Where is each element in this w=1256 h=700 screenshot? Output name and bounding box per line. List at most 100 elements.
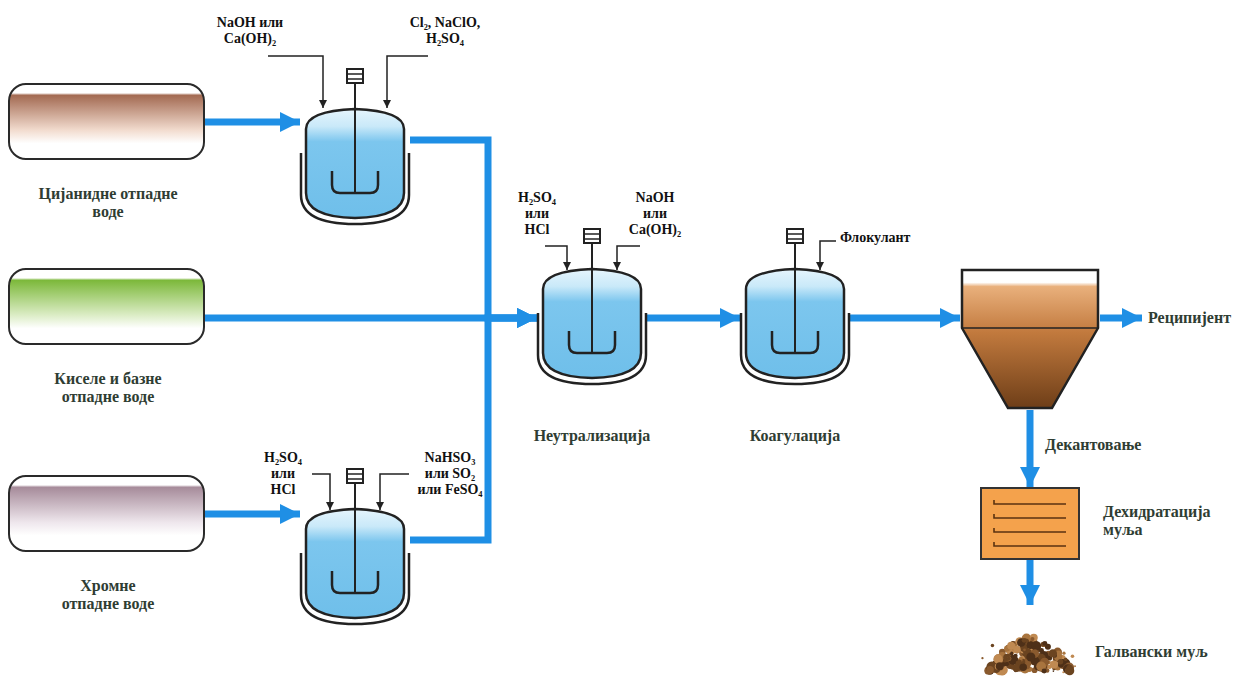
sludge-grain (1062, 671, 1064, 673)
flow-arrow (647, 315, 740, 322)
sludge-pile: Галвански муљ (980, 605, 1080, 675)
reagent-label: Cl₂, NaClO, H₂SO₄ (400, 15, 490, 47)
reagent-label: H₂SO₄ или HCl (258, 450, 308, 498)
sludge-grain (1030, 637, 1034, 641)
sludge-grain (1031, 641, 1041, 651)
sludge-grain (1026, 652, 1035, 661)
motor-line (787, 233, 803, 235)
press-shape (980, 487, 1080, 560)
motor-line (347, 78, 363, 80)
reactor-vessel (300, 105, 410, 225)
node-label: Киселе и базне отпадне воде (43, 370, 173, 407)
sludge-grain (1007, 657, 1011, 661)
reagent-feed-line (617, 246, 640, 270)
sludge-illustration (980, 605, 1080, 675)
press-plate (994, 500, 1066, 504)
stirrer-shaft (354, 483, 356, 593)
settler-shape (960, 268, 1100, 410)
wastewater-tank: Киселе и базне отпадне воде (8, 268, 205, 345)
flow-arrow (410, 140, 537, 318)
motor-line (347, 478, 363, 480)
settler-seam (962, 327, 1098, 329)
press-plate (994, 542, 1066, 546)
sludge-grain (1042, 641, 1047, 646)
motor-line (347, 73, 363, 75)
press-body (981, 488, 1079, 559)
press-plate (994, 528, 1066, 532)
sludge-grain (1010, 652, 1013, 655)
reactor-vessel (537, 265, 647, 385)
motor-line (584, 238, 600, 240)
motor-line (787, 238, 803, 240)
reagent-feed-line (268, 56, 323, 108)
node-label: Галвански муљ (1095, 643, 1208, 661)
sludge-grain (1062, 652, 1065, 655)
reagent-label: NaOH или Ca(OH)₂ (210, 15, 290, 47)
stirrer-blade (772, 331, 818, 353)
reagent-feed-line (380, 474, 409, 510)
flow-arrow (850, 315, 960, 322)
stirrer-shaft (591, 243, 593, 353)
reagent-feed-line (312, 474, 330, 510)
filter-press: Дехидратација муља (980, 487, 1080, 560)
reactor-vessel (740, 265, 850, 385)
reagent-feed-line (545, 246, 567, 270)
sludge-grain (1013, 654, 1017, 658)
reactor-vessel (300, 505, 410, 625)
node-label: Декантовање (1045, 436, 1141, 454)
coagulation-reactor: ФлокулантКоагулација (740, 265, 850, 385)
sludge-grain (1042, 668, 1047, 673)
node-label: Цијанидне отпадне воде (38, 185, 178, 222)
stirrer-motor (347, 469, 363, 483)
reagent-label: Флокулант (840, 230, 911, 246)
reagent-feed-line (387, 56, 428, 108)
reagent-label: H₂SO₄ или HCl (512, 190, 562, 238)
sludge-grain (1071, 655, 1075, 659)
sludge-grain (1065, 666, 1074, 675)
node-label: Дехидратација муља (1103, 503, 1233, 540)
wastewater-tank: Цијанидне отпадне воде (8, 83, 205, 160)
stirrer-motor (584, 229, 600, 243)
press-plate (994, 514, 1066, 518)
stirrer-blade (332, 171, 378, 193)
node-label: Реципијент (1148, 309, 1231, 327)
neutralization-reactor: H₂SO₄ или HClNaOH или Ca(OH)₂Неутрализац… (537, 265, 647, 385)
sludge-grain (1023, 648, 1026, 651)
stirrer-motor (347, 69, 363, 83)
recipient-label: Реципијент (1142, 309, 1236, 328)
sludge-grain (1047, 664, 1052, 669)
sludge-grain (1003, 654, 1011, 662)
reagent-label: NaHSO₃ или SO₂ или FeSO₄ (413, 450, 487, 498)
sludge-grain (1021, 661, 1023, 663)
flow-arrow (205, 119, 300, 126)
stirrer-blade (569, 331, 615, 353)
stirred-reactor: NaOH или Ca(OH)₂Cl₂, NaClO, H₂SO₄ (300, 105, 410, 225)
sludge-grain (1017, 638, 1026, 647)
flow-arrow (1027, 410, 1034, 487)
unit-label: Неутрализација (507, 427, 677, 445)
sludge-grain (1053, 670, 1055, 672)
sludge-grain (1007, 657, 1011, 661)
sludge-grain (1030, 634, 1038, 642)
sludge-grain (1049, 649, 1057, 657)
stirrer-shaft (794, 243, 796, 353)
wastewater-tank: Хромне отпадне воде (8, 475, 205, 552)
sludge-grain (1007, 642, 1015, 650)
sludge-grain (1010, 665, 1014, 669)
reagent-feed-line (820, 241, 836, 270)
node-label: Хромне отпадне воде (56, 577, 161, 614)
settler-body (962, 270, 1098, 408)
sludge-grain (1074, 665, 1076, 667)
sludge-grain (1032, 646, 1035, 649)
motor-line (347, 473, 363, 475)
flow-arrow (205, 511, 300, 518)
sludge-grain (991, 644, 994, 647)
sludge-grain (981, 657, 983, 659)
sludge-grain (1019, 663, 1027, 671)
sludge-grain (993, 654, 1002, 663)
sludge-grain (1058, 659, 1064, 665)
flow-arrow (1100, 315, 1142, 322)
motor-line (584, 233, 600, 235)
sludge-grain (1064, 657, 1068, 661)
